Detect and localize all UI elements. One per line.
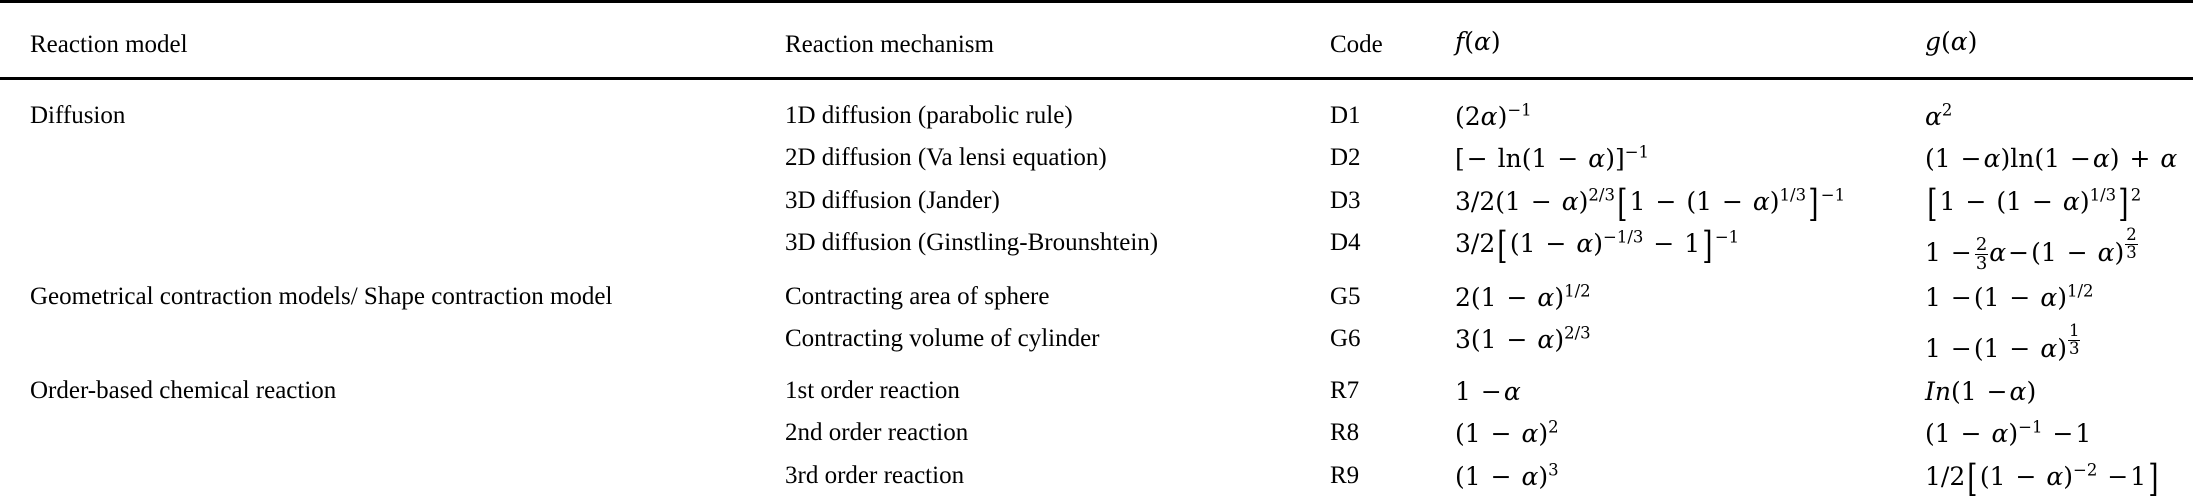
cell-f-alpha: 2(1 − α)1/2	[1455, 281, 1591, 312]
table-row: Contracting volume of cylinder G6 3(1 − …	[0, 319, 2193, 371]
cell-f-alpha: 3/2(1 − α)2/3[1 − (1 − α)1/3]−1	[1455, 180, 1846, 225]
table-row: 2D diffusion (Va lensi equation) D2 [− l…	[0, 138, 2193, 181]
cell-reaction-mechanism: 3rd order reaction	[785, 461, 965, 489]
cell-reaction-mechanism: Contracting volume of cylinder	[785, 325, 1100, 353]
cell-g-alpha: 1/2[(1 − α)−2 −1]	[1925, 455, 2159, 500]
cell-g-alpha: 1 −(1 − α)1/2	[1925, 281, 2094, 312]
cell-reaction-model: Order-based chemical reaction	[30, 376, 337, 404]
cell-code: R9	[1330, 461, 1360, 489]
cell-f-alpha: 1 −α	[1455, 376, 1521, 406]
column-header-reaction-model: Reaction model	[0, 0, 785, 80]
cell-reaction-mechanism: 2nd order reaction	[785, 419, 969, 447]
cell-reaction-model: Geometrical contraction models/ Shape co…	[30, 282, 613, 310]
cell-reaction-mechanism: 3D diffusion (Ginstling-Brounshtein)	[785, 229, 1159, 257]
table-row: 3D diffusion (Ginstling-Brounshtein) D4 …	[0, 223, 2193, 277]
table-row: Geometrical contraction models/ Shape co…	[0, 277, 2193, 320]
cell-reaction-mechanism: 2D diffusion (Va lensi equation)	[785, 144, 1107, 172]
cell-f-alpha: (1 − α)3	[1455, 460, 1559, 491]
cell-code: D2	[1330, 144, 1361, 172]
column-header-g-alpha: g(α)	[1925, 0, 2193, 80]
cell-g-alpha: α2	[1925, 100, 1953, 131]
cell-g-alpha: [1 − (1 − α)1/3]2	[1927, 180, 2142, 225]
cell-reaction-mechanism: 1D diffusion (parabolic rule)	[785, 101, 1073, 129]
cell-g-alpha: In(1 −α)	[1925, 376, 2037, 406]
cell-f-alpha: [− ln(1 − α)]−1	[1455, 142, 1650, 174]
table-row: 3D diffusion (Jander) D3 3/2(1 − α)2/3[1…	[0, 181, 2193, 224]
cell-reaction-mechanism: 3D diffusion (Jander)	[785, 186, 1000, 214]
cell-code: G5	[1330, 282, 1361, 310]
column-header-f-alpha: f(α)	[1455, 0, 1925, 80]
cell-g-alpha: (1 − α)−1 −1	[1925, 418, 2092, 449]
column-header-reaction-mechanism: Reaction mechanism	[785, 0, 1330, 80]
table-body: Diffusion 1D diffusion (parabolic rule) …	[0, 78, 2193, 504]
cell-f-alpha: 3(1 − α)2/3	[1455, 324, 1591, 355]
cell-f-alpha: (2α)−1	[1455, 100, 1532, 131]
cell-code: R8	[1330, 419, 1360, 447]
table-header: Reaction model Reaction mechanism Code f…	[0, 0, 2193, 80]
header-row: Reaction model Reaction mechanism Code f…	[0, 0, 2193, 80]
cell-reaction-mechanism: 1st order reaction	[785, 376, 960, 404]
table-row: Order-based chemical reaction 1st order …	[0, 371, 2193, 414]
table-row: Diffusion 1D diffusion (parabolic rule) …	[0, 78, 2193, 138]
cell-g-alpha: (1 −α)ln(1 −α) + α	[1925, 144, 2178, 174]
cell-code: D3	[1330, 186, 1361, 214]
cell-f-alpha: (1 − α)2	[1455, 418, 1559, 449]
cell-reaction-model: Diffusion	[30, 101, 126, 129]
cell-code: D4	[1330, 229, 1361, 257]
cell-reaction-mechanism: Contracting area of sphere	[785, 282, 1050, 310]
cell-code: R7	[1330, 376, 1360, 404]
table-row: 2nd order reaction R8 (1 − α)2 (1 − α)−1…	[0, 413, 2193, 456]
table-row: 3rd order reaction R9 (1 − α)3 1/2[(1 − …	[0, 456, 2193, 504]
column-header-code: Code	[1330, 0, 1455, 80]
cell-code: D1	[1330, 101, 1361, 129]
cell-code: G6	[1330, 325, 1361, 353]
cell-f-alpha: 3/2[(1 − α)−1/3 − 1]−1	[1455, 223, 1740, 268]
